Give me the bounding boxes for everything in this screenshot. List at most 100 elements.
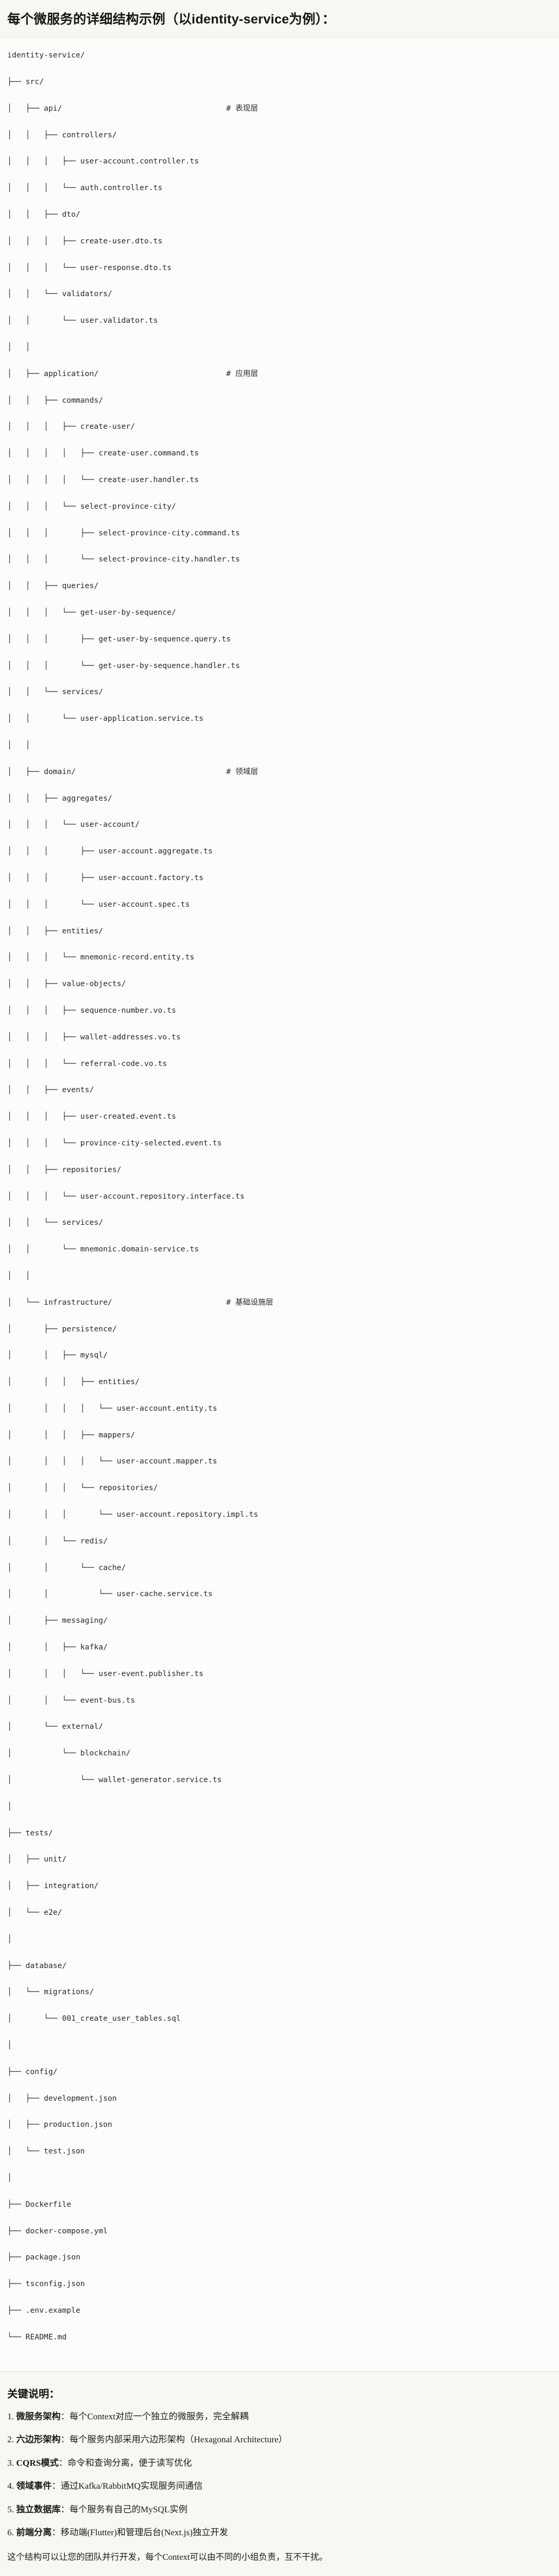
tree-node-label: │ │ │ │ └── user-account.mapper.ts bbox=[7, 1457, 217, 1466]
tree-row: │ │ │ ├── entities/ bbox=[7, 1376, 552, 1389]
tree-row: │ └── e2e/ bbox=[7, 1906, 552, 1919]
tree-layer-comment: # 应用层 bbox=[226, 369, 258, 378]
tree-node-label: │ │ ├── aggregates/ bbox=[7, 794, 112, 803]
tree-row: │ │ └── cache/ bbox=[7, 1562, 552, 1575]
tree-row: │ │ │ ├── get-user-by-sequence.query.ts bbox=[7, 633, 552, 646]
tree-node-label: │ │ ├── dto/ bbox=[7, 210, 80, 219]
tree-node-label: │ │ │ └── user-account.repository.impl.t… bbox=[7, 1511, 259, 1519]
tree-row: │ │ ├── queries/ bbox=[7, 580, 552, 593]
tree-row: │ │ │ ├── user-account.factory.ts bbox=[7, 872, 552, 885]
tree-row: │ │ │ └── user-account/ bbox=[7, 818, 552, 832]
tree-row: │ │ ├── repositories/ bbox=[7, 1164, 552, 1177]
tree-node-label: │ └── 001_create_user_tables.sql bbox=[7, 2015, 181, 2023]
tree-row: │ └── 001_create_user_tables.sql bbox=[7, 2012, 552, 2025]
tree-row: │ │ │ ├── user-created.event.ts bbox=[7, 1110, 552, 1123]
tree-layer-comment: # 领域层 bbox=[226, 767, 258, 776]
tree-node-label: │ │ ├── mysql/ bbox=[7, 1351, 108, 1360]
tree-node-label: │ bbox=[7, 1935, 12, 1943]
tree-row: └── README.md bbox=[7, 2331, 552, 2344]
tree-node-label: │ │ │ └── province-city-selected.event.t… bbox=[7, 1139, 222, 1148]
tree-node-label: │ │ └── cache/ bbox=[7, 1563, 126, 1572]
tree-node-label: ├── src/ bbox=[7, 78, 44, 87]
tree-row: ├── config/ bbox=[7, 2066, 552, 2079]
key-note-description: 每个服务有自己的MySQL实例 bbox=[69, 2504, 188, 2514]
key-note-item: 4. 领域事件：通过Kafka/RabbitMQ实现服务间通信 bbox=[7, 2479, 552, 2493]
key-note-separator: ： bbox=[61, 2434, 69, 2445]
tree-row: │ │ │ │ └── user-account.entity.ts bbox=[7, 1402, 552, 1415]
tree-row: │ │ ├── commands/ bbox=[7, 394, 552, 407]
tree-row: ├── database/ bbox=[7, 1960, 552, 1973]
tree-row: ├── Dockerfile bbox=[7, 2198, 552, 2211]
tree-node-label: │ │ ├── queries/ bbox=[7, 582, 99, 591]
tree-node-label: │ │ │ └── auth.controller.ts bbox=[7, 184, 162, 193]
tree-row: ├── tsconfig.json bbox=[7, 2278, 552, 2291]
tree-row: │ bbox=[7, 2039, 552, 2052]
tree-node-label: │ │ bbox=[7, 741, 30, 750]
closing-paragraph: 这个结构可以让您的团队并行开发，每个Context可以由不同的小组负责，互不干扰… bbox=[7, 2551, 328, 2562]
tree-node-label: │ │ │ ├── user-account.controller.ts bbox=[7, 157, 199, 166]
tree-node-label: │ └── test.json bbox=[7, 2147, 85, 2156]
tree-row: │ │ │ │ └── create-user.handler.ts bbox=[7, 474, 552, 487]
key-note-term: CQRS模式 bbox=[16, 2457, 59, 2468]
tree-row: │ │ └── event-bus.ts bbox=[7, 1694, 552, 1707]
tree-node-label: │ ├── development.json bbox=[7, 2094, 117, 2103]
tree-layer-comment: # 基础设施层 bbox=[226, 1298, 273, 1307]
tree-row: │ bbox=[7, 1800, 552, 1813]
key-note-term: 前端分离 bbox=[16, 2527, 52, 2538]
tree-node-label: ├── docker-compose.yml bbox=[7, 2227, 108, 2235]
tree-row: │ │ bbox=[7, 341, 552, 354]
tree-row: │ │ │ └── get-user-by-sequence.handler.t… bbox=[7, 660, 552, 673]
tree-row: │ │ └── services/ bbox=[7, 686, 552, 699]
tree-node-label: ├── config/ bbox=[7, 2067, 58, 2076]
tree-node-label: │ │ │ └── user-account.repository.interf… bbox=[7, 1192, 244, 1201]
tree-row: │ └── migrations/ bbox=[7, 1986, 552, 1999]
tree-node-label: │ ├── application/ bbox=[7, 369, 227, 378]
tree-node-label: │ bbox=[7, 2174, 12, 2182]
tree-row: │ │ │ └── user-account.repository.impl.t… bbox=[7, 1508, 552, 1521]
tree-row: │ │ └── validators/ bbox=[7, 288, 552, 301]
tree-node-label: │ │ ├── kafka/ bbox=[7, 1643, 108, 1652]
tree-row: │ │ │ └── select-province-city/ bbox=[7, 500, 552, 513]
key-note-number: 6. bbox=[7, 2527, 16, 2538]
tree-row: │ └── wallet-generator.service.ts bbox=[7, 1774, 552, 1787]
key-note-item: 5. 独立数据库：每个服务有自己的MySQL实例 bbox=[7, 2503, 552, 2516]
tree-row: │ │ ├── dto/ bbox=[7, 208, 552, 221]
tree-row: │ bbox=[7, 2172, 552, 2185]
tree-node-label: │ ├── integration/ bbox=[7, 1882, 99, 1891]
tree-node-label: │ │ │ ├── wallet-addresses.vo.ts bbox=[7, 1033, 181, 1041]
tree-node-label: │ bbox=[7, 2041, 12, 2050]
tree-row: │ │ │ │ ├── create-user.command.ts bbox=[7, 447, 552, 460]
tree-node-label: │ └── infrastructure/ bbox=[7, 1298, 227, 1307]
key-note-description: 通过Kafka/RabbitMQ实现服务间通信 bbox=[61, 2481, 203, 2491]
tree-row: ├── docker-compose.yml bbox=[7, 2225, 552, 2238]
tree-row: │ │ │ └── get-user-by-sequence/ bbox=[7, 606, 552, 619]
tree-node-label: │ │ └── user-application.service.ts bbox=[7, 715, 204, 723]
tree-row: │ │ ├── events/ bbox=[7, 1084, 552, 1097]
tree-row: │ │ └── services/ bbox=[7, 1216, 552, 1230]
tree-row: │ │ │ └── province-city-selected.event.t… bbox=[7, 1137, 552, 1150]
key-notes-title: 关键说明： bbox=[7, 2388, 60, 2400]
tree-node-label: │ │ │ ├── get-user-by-sequence.query.ts bbox=[7, 635, 231, 643]
tree-node-label: │ │ ├── commands/ bbox=[7, 396, 103, 405]
tree-node-label: │ │ ├── entities/ bbox=[7, 927, 103, 935]
tree-node-label: │ │ └── services/ bbox=[7, 688, 103, 697]
tree-node-label: │ │ │ ├── create-user/ bbox=[7, 423, 135, 431]
tree-node-label: │ │ │ │ └── user-account.entity.ts bbox=[7, 1404, 217, 1413]
tree-row: │ ├── application/ # 应用层 bbox=[7, 368, 552, 381]
key-note-number: 4. bbox=[7, 2481, 16, 2491]
tree-node-label: │ │ │ ├── mappers/ bbox=[7, 1431, 135, 1439]
tree-row: │ │ │ └── select-province-city.handler.t… bbox=[7, 553, 552, 566]
tree-row: │ bbox=[7, 1933, 552, 1946]
tree-row: │ ├── production.json bbox=[7, 2118, 552, 2132]
tree-row: │ │ ├── value-objects/ bbox=[7, 978, 552, 991]
tree-node-label: │ │ └── user.validator.ts bbox=[7, 317, 158, 325]
tree-node-label: ├── package.json bbox=[7, 2253, 80, 2262]
tree-row: ├── package.json bbox=[7, 2251, 552, 2264]
tree-node-label: │ ├── production.json bbox=[7, 2121, 112, 2129]
tree-node-label: │ │ └── services/ bbox=[7, 1219, 103, 1227]
key-note-term: 领域事件 bbox=[16, 2481, 52, 2491]
tree-row: │ │ └── redis/ bbox=[7, 1535, 552, 1548]
tree-row: │ └── infrastructure/ # 基础设施层 bbox=[7, 1296, 552, 1309]
tree-row: │ ├── api/ # 表现层 bbox=[7, 102, 552, 115]
tree-node-label: └── README.md bbox=[7, 2333, 67, 2341]
